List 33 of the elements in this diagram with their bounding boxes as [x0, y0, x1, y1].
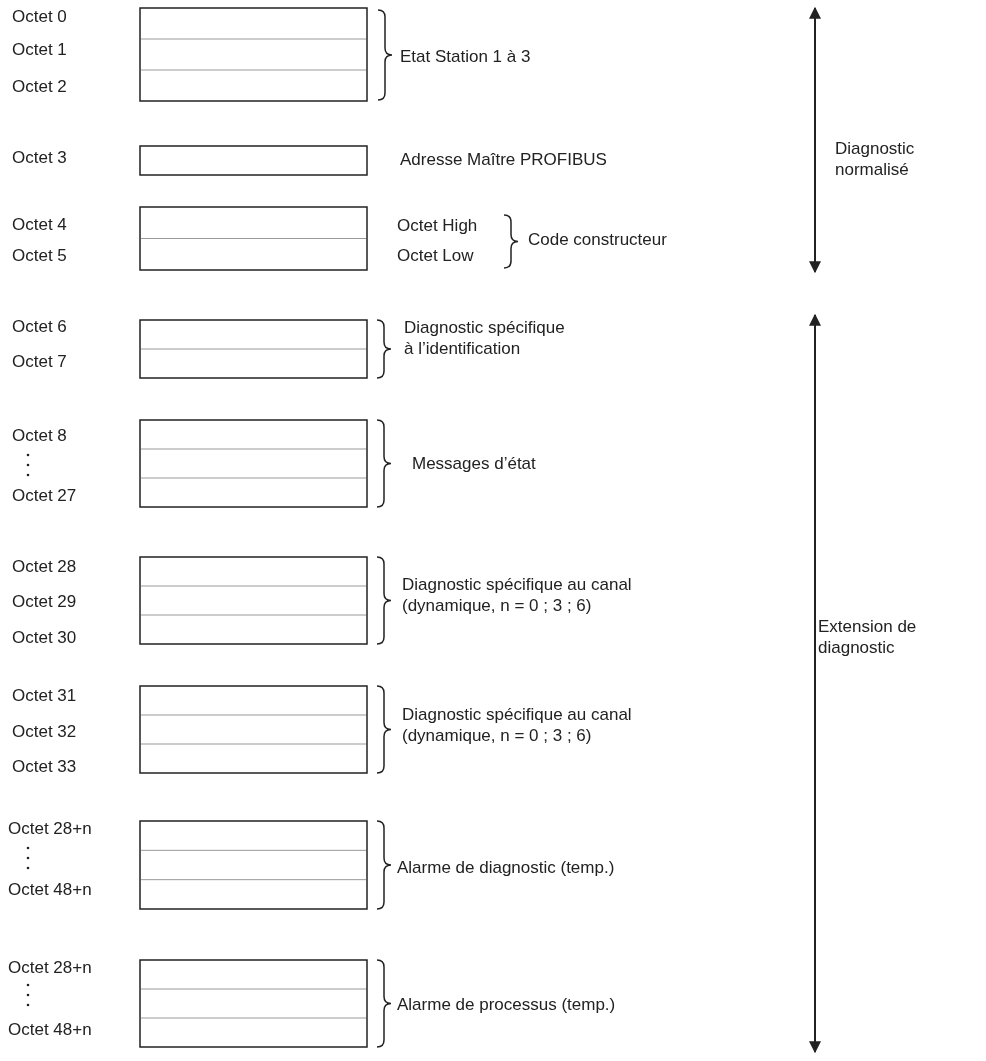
range-label: Diagnostic normalisé [835, 138, 916, 180]
octet-label: Octet 33 [12, 756, 77, 777]
octet-label: Octet 30 [12, 627, 77, 648]
octet-label: Octet 3 [12, 147, 67, 168]
description-label: Diagnostic spécifique au canal (dynamique, n = 0 ; 3 ; 6) [402, 704, 633, 746]
octet-label: Octet Low [397, 245, 474, 266]
octet-label: Octet 4 [12, 214, 67, 235]
octet-label: Octet 48+n [8, 879, 92, 900]
octet-label: Octet 5 [12, 245, 67, 266]
octet-label: Octet 2 [12, 76, 67, 97]
description-label: Diagnostic spécifique à l’identification [404, 317, 566, 359]
octet-label: Octet 32 [12, 721, 77, 742]
octet-label: Octet 0 [12, 6, 67, 27]
octet-label: Octet 7 [12, 351, 67, 372]
octet-label: Octet 6 [12, 316, 67, 337]
octet-label: Octet 28+n [8, 818, 92, 839]
description-label: Alarme de diagnostic (temp.) [397, 857, 615, 878]
octet-label: Octet High [397, 215, 478, 236]
description-label: Code constructeur [528, 229, 667, 250]
octet-label: Octet 27 [12, 485, 77, 506]
octet-label: Octet 1 [12, 39, 67, 60]
description-label: Diagnostic spécifique au canal (dynamique, n = 0 ; 3 ; 6) [402, 574, 633, 616]
octet-label: Octet 48+n [8, 1019, 92, 1040]
description-label: Alarme de processus (temp.) [397, 994, 616, 1015]
octet-label: Octet 29 [12, 591, 77, 612]
octet-label: Octet 28+n [8, 957, 92, 978]
octet-label: Octet 31 [12, 685, 77, 706]
description-label: Messages d’état [412, 453, 536, 474]
description-label: Adresse Maître PROFIBUS [400, 149, 607, 170]
octet-label: Octet 28 [12, 556, 77, 577]
octet-label: Octet 8 [12, 425, 67, 446]
range-label: Extension de diagnostic [818, 616, 918, 658]
description-label: Etat Station 1 à 3 [400, 46, 531, 67]
